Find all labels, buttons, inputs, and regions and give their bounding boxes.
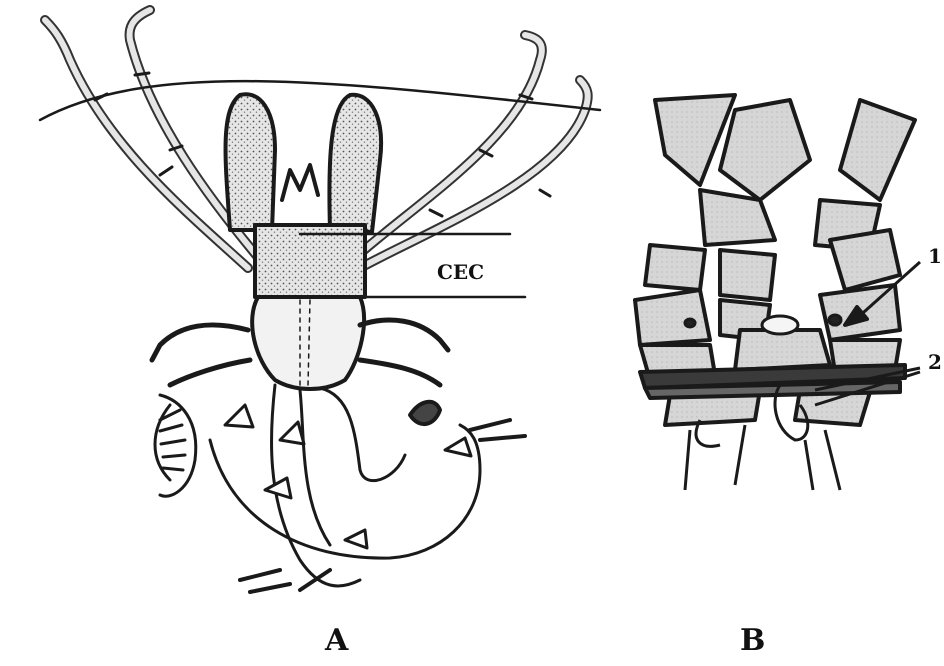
label-panel-a: A bbox=[325, 626, 348, 656]
plate-bands bbox=[640, 365, 905, 398]
label-cec: CEC bbox=[437, 262, 484, 282]
panel-b-illustration bbox=[635, 95, 920, 490]
cephalon bbox=[255, 225, 365, 297]
chelifore-right bbox=[329, 95, 381, 232]
label-callout-1: 1 bbox=[928, 246, 942, 266]
label-callout-2: 2 bbox=[928, 352, 942, 372]
chelifore-left bbox=[226, 94, 275, 230]
mouth-parts bbox=[282, 165, 318, 200]
panel-a-illustration bbox=[40, 10, 600, 592]
fiber-mass bbox=[155, 395, 196, 496]
label-panel-b: B bbox=[740, 626, 765, 656]
triangle-markers bbox=[225, 405, 471, 548]
